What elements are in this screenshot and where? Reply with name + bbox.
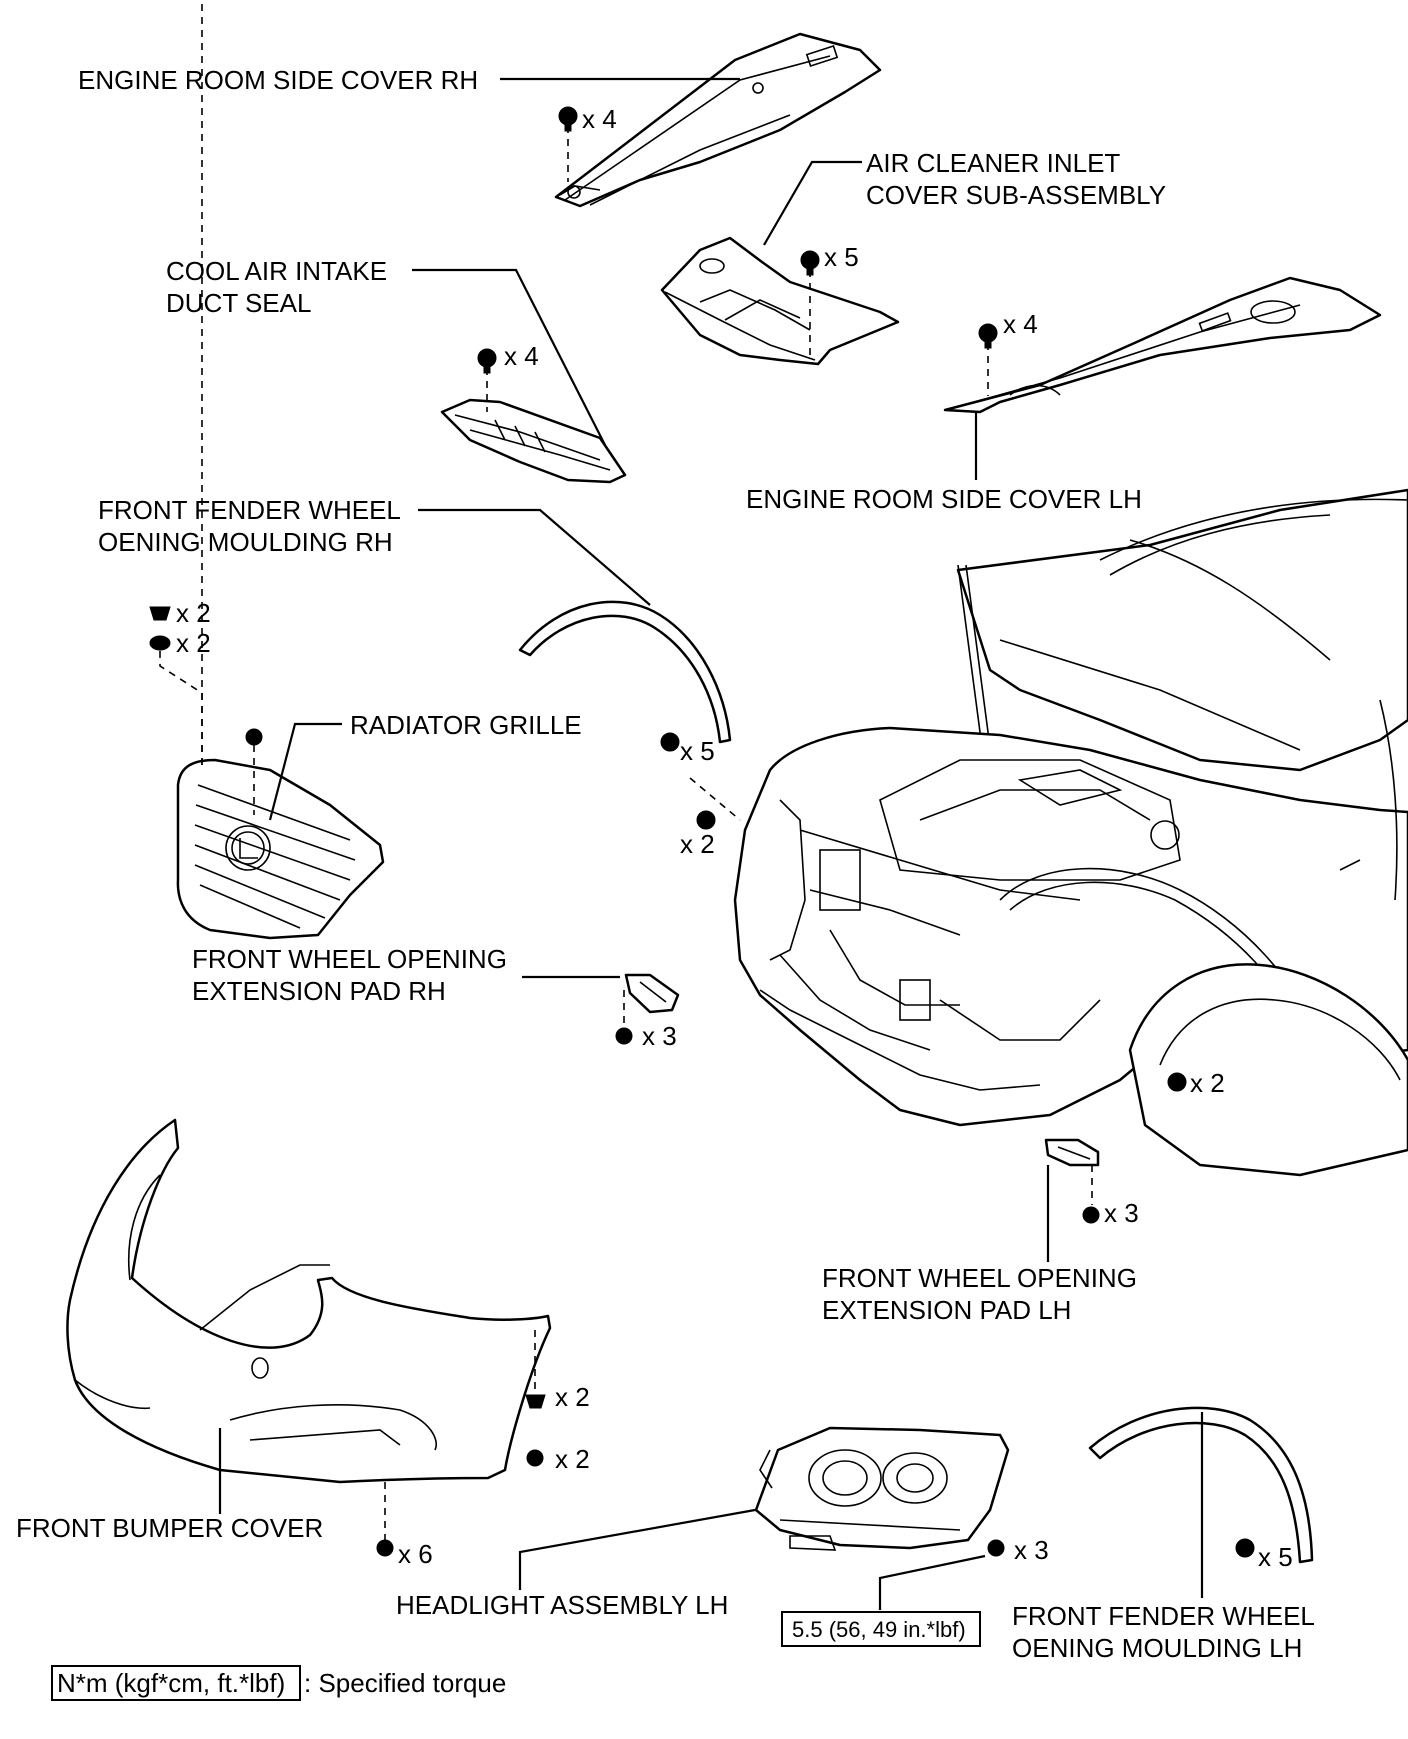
ext-pad-rh-label-line1: FRONT WHEEL OPENING xyxy=(192,944,507,974)
bumper-screw-qty: x 2 xyxy=(555,1444,590,1474)
headlight-assembly-lh xyxy=(754,1426,1010,1551)
side-cover-lh-clip-icon xyxy=(978,323,998,349)
torque-box xyxy=(781,1611,981,1647)
legend-unit: N*m (kgf*cm, ft.*lbf) xyxy=(57,1668,285,1698)
leader-line xyxy=(268,722,342,821)
ext-pad-rh-clip-icon xyxy=(615,1027,633,1045)
side-cover-lh-qty: x 4 xyxy=(1003,309,1038,339)
fender-clip-qty: x 2 xyxy=(680,829,715,859)
fender-screw-lh-icon xyxy=(1167,1072,1187,1092)
leader-line xyxy=(412,268,606,446)
ext-pad-rh-qty: x 3 xyxy=(642,1021,677,1051)
moulding-lh-label-line1: FRONT FENDER WHEEL xyxy=(1012,1601,1315,1631)
bumper-bottom-clip-icon xyxy=(376,1539,394,1557)
cool-air-clip-icon xyxy=(477,348,497,374)
ext-pad-lh-qty: x 3 xyxy=(1104,1198,1139,1228)
grille-clip-leader-dash xyxy=(159,650,203,765)
ext-pad-lh-clip-icon xyxy=(1082,1206,1100,1224)
headlight-label: HEADLIGHT ASSEMBLY LH xyxy=(396,1590,728,1620)
front-bumper-cover xyxy=(66,1118,552,1484)
cool-air-intake-duct-seal xyxy=(440,398,627,484)
extension-pad-rh xyxy=(624,973,680,1014)
vehicle-front-body xyxy=(733,488,1408,1177)
ext-pad-lh-label-line2: EXTENSION PAD LH xyxy=(822,1295,1071,1325)
side-cover-lh-label: ENGINE ROOM SIDE COVER LH xyxy=(746,484,1142,514)
cool-air-qty: x 4 xyxy=(504,341,539,371)
front-fender-moulding-rh xyxy=(518,600,732,744)
bumper-screw-icon xyxy=(526,1449,544,1467)
grille-clip-top-icon xyxy=(149,606,171,621)
headlight-bolt-icon xyxy=(987,1539,1005,1557)
air-cleaner-inlet-cover xyxy=(660,236,900,366)
air-cleaner-label-line1: AIR CLEANER INLET xyxy=(866,148,1120,178)
ext-pad-rh-label-line2: EXTENSION PAD RH xyxy=(192,976,446,1006)
headlight-bolt-qty: x 3 xyxy=(1014,1535,1049,1565)
moulding-rh-screw-icon xyxy=(660,732,680,752)
air-cleaner-qty: x 5 xyxy=(824,242,859,272)
moulding-lh-label-line2: OENING MOULDING LH xyxy=(1012,1633,1302,1663)
extension-pad-lh xyxy=(1044,1138,1100,1167)
cool-air-label-line2: DUCT SEAL xyxy=(166,288,311,318)
leader-line xyxy=(418,508,651,606)
grille-clip-bottom-qty: x 2 xyxy=(176,628,211,658)
bumper-bottom-qty: x 6 xyxy=(398,1539,433,1569)
leader-dash xyxy=(689,777,741,821)
moulding-lh-screw-icon xyxy=(1235,1538,1255,1558)
engine-room-side-cover-lh xyxy=(943,276,1382,414)
bumper-label: FRONT BUMPER COVER xyxy=(16,1513,323,1543)
ext-pad-lh-label-line1: FRONT WHEEL OPENING xyxy=(822,1263,1137,1293)
grille-clip-bottom-icon xyxy=(149,635,171,651)
side-cover-rh-clip-icon xyxy=(558,106,578,132)
radiator-grille-label: RADIATOR GRILLE xyxy=(350,710,582,740)
torque-leader-line xyxy=(878,1554,986,1610)
legend-description: : Specified torque xyxy=(304,1668,506,1698)
leader-line xyxy=(518,1508,756,1590)
torque-value: 5.5 (56, 49 in.*lbf) xyxy=(792,1617,966,1642)
side-cover-rh-label: ENGINE ROOM SIDE COVER RH xyxy=(78,65,478,95)
bumper-clip-icon xyxy=(525,1394,546,1409)
front-fender-moulding-lh xyxy=(1088,1406,1314,1564)
legend-unit-box xyxy=(51,1665,301,1701)
side-cover-rh-qty: x 4 xyxy=(582,104,617,134)
cool-air-label-line1: COOL AIR INTAKE xyxy=(166,256,387,286)
fender-screw-lh-qty: x 2 xyxy=(1190,1068,1225,1098)
moulding-rh-label-line1: FRONT FENDER WHEEL xyxy=(98,495,401,525)
moulding-rh-qty: x 5 xyxy=(680,736,715,766)
leader-line xyxy=(763,160,862,246)
moulding-lh-qty: x 5 xyxy=(1258,1542,1293,1572)
grille-screw-icon xyxy=(245,728,263,746)
bumper-clip-qty: x 2 xyxy=(555,1382,590,1412)
fender-clip-icon xyxy=(696,810,716,830)
grille-clip-top-qty: x 2 xyxy=(176,598,211,628)
air-cleaner-label-line2: COVER SUB-ASSEMBLY xyxy=(866,180,1166,210)
radiator-grille xyxy=(176,758,385,940)
air-cleaner-clip-icon xyxy=(800,250,820,276)
moulding-rh-label-line2: OENING MOULDING RH xyxy=(98,527,393,557)
